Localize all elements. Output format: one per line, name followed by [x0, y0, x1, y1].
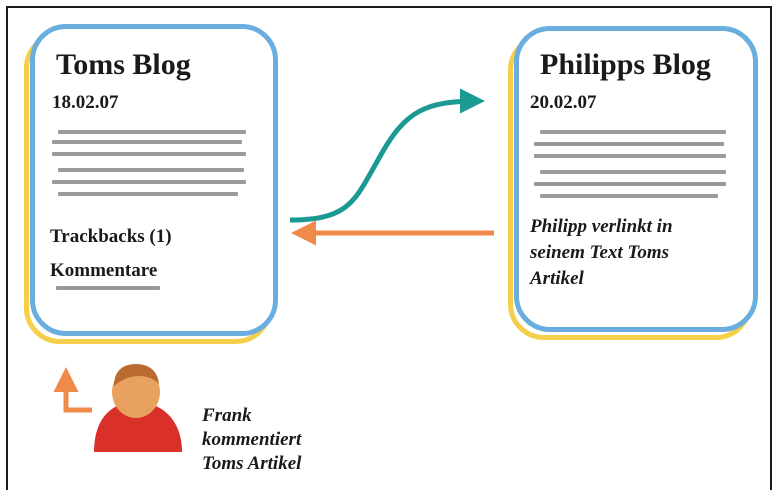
link-arrow: [289, 88, 485, 223]
toms-blog-comment-line: [56, 286, 160, 290]
figure-frame: [6, 6, 772, 490]
toms-blog-text-line: [52, 140, 242, 144]
toms-blog-title: Toms Blog: [56, 48, 191, 81]
philipps-blog-text-line: [540, 170, 726, 174]
philipps-blog-card-inner-border: [514, 26, 758, 332]
philipps-blog-text-line: [540, 194, 718, 198]
toms-blog-trackbacks-label: Trackbacks (1): [50, 226, 172, 247]
comment-arrow: [53, 367, 92, 413]
philipps-blog-note-line: Philipp verlinkt in: [530, 216, 673, 237]
philipps-blog-text-line: [540, 130, 726, 134]
frank-comment-note: Frank kommentiert Toms Artikel: [202, 404, 301, 476]
person-icon: [94, 364, 182, 452]
toms-blog-text-line: [52, 152, 246, 156]
philipps-blog-note-line: seinem Text Toms: [530, 242, 669, 263]
philipps-blog-title: Philipps Blog: [540, 48, 711, 81]
toms-blog-text-line: [52, 180, 246, 184]
toms-blog-text-line: [58, 192, 238, 196]
philipps-blog-date: 20.02.07: [530, 92, 597, 113]
philipps-blog-text-line: [534, 182, 726, 186]
philipps-blog-text-line: [534, 142, 724, 146]
toms-blog-comments-label: Kommentare: [50, 260, 158, 281]
toms-blog-text-line: [58, 168, 244, 172]
philipps-blog-text-line: [534, 154, 726, 158]
toms-blog-text-line: [58, 130, 246, 134]
philipps-blog-note-line: Artikel: [530, 268, 584, 289]
frank-note-line: Toms Artikel: [202, 453, 302, 474]
frank-note-line: Frank: [202, 405, 252, 426]
toms-blog-date: 18.02.07: [52, 92, 119, 113]
philipps-blog-link-note: Philipp verlinkt in seinem Text Toms Art…: [530, 214, 673, 292]
frank-note-line: kommentiert: [202, 429, 302, 450]
